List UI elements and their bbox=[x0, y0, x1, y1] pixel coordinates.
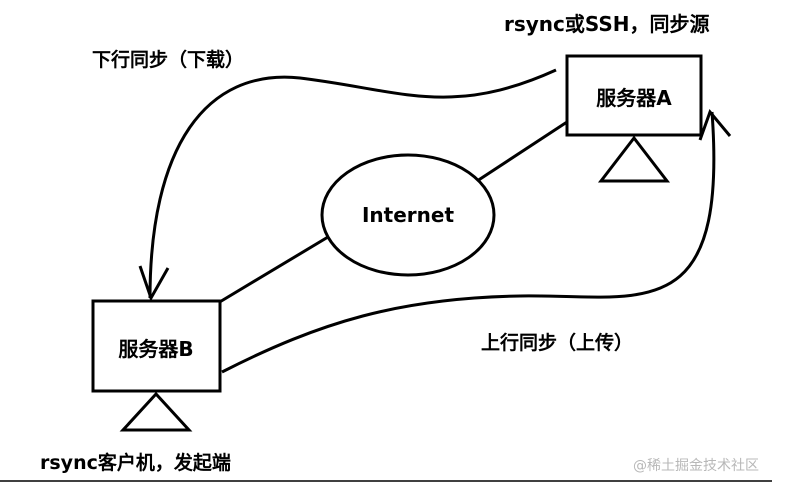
server-a-label: 服务器A bbox=[596, 86, 672, 110]
server-b-role-label: rsync客户机，发起端 bbox=[40, 452, 231, 474]
upload-arrowhead bbox=[698, 109, 732, 141]
server-b-box bbox=[91, 299, 222, 393]
server-a-box bbox=[565, 54, 703, 137]
server-a-role-label: rsync或SSH，同步源 bbox=[504, 12, 710, 36]
watermark-text: @稀土掘金技术社区 bbox=[633, 458, 759, 474]
download-label: 下行同步（下载） bbox=[92, 49, 245, 71]
server-b-label: 服务器B bbox=[118, 337, 193, 361]
internet-label: Internet bbox=[362, 203, 454, 227]
upload-arrow-curve bbox=[221, 111, 716, 374]
link-a-internet bbox=[473, 120, 568, 185]
server-b-stand bbox=[119, 391, 193, 432]
download-arrowhead bbox=[138, 265, 170, 302]
server-a-stand bbox=[597, 135, 671, 183]
link-b-internet bbox=[217, 232, 334, 305]
internet-cloud bbox=[320, 153, 496, 277]
download-arrow-curve bbox=[148, 68, 557, 299]
upload-label: 上行同步（上传） bbox=[481, 332, 634, 354]
